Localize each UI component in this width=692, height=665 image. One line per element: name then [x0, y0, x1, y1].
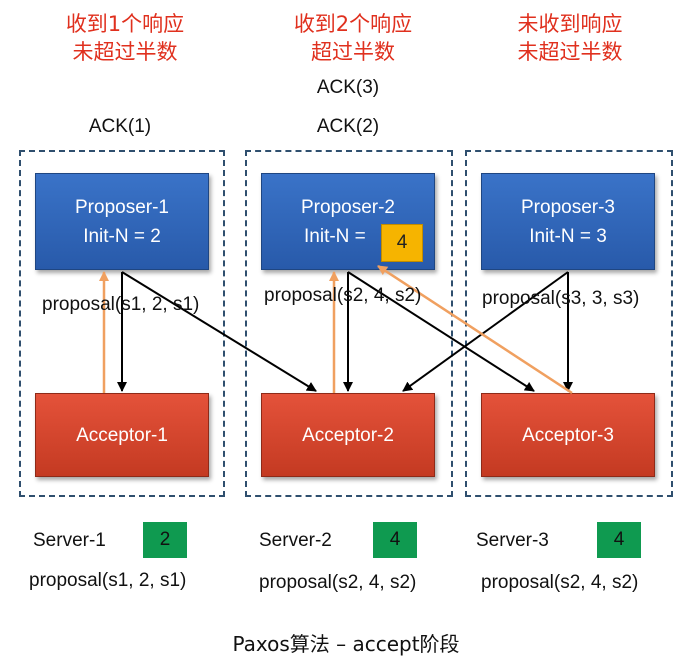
proposer-init: Init-N = 3	[529, 225, 607, 247]
proposal-label-3: proposal(s3, 3, s3)	[482, 288, 640, 309]
proposer-name: Proposer-1	[75, 196, 169, 218]
server-proposal-3: proposal(s2, 4, s2)	[481, 572, 639, 593]
proposal-label-2: proposal(s2, 4, s2)	[264, 285, 422, 306]
ack-label-3: ACK(3)	[316, 77, 380, 98]
proposer-1-node: Proposer-1 Init-N = 2	[35, 173, 209, 270]
server-2-value: 4	[373, 522, 417, 558]
acceptor-3-node: Acceptor-3	[481, 393, 655, 477]
proposer-3-node: Proposer-3 Init-N = 3	[481, 173, 655, 270]
proposer-name: Proposer-2	[301, 196, 395, 218]
proposal-arrow-p2-a3	[347, 271, 535, 392]
server-1-value: 2	[143, 522, 187, 558]
proposal-arrow-p1-a2	[121, 271, 317, 392]
server-proposal-2: proposal(s2, 4, s2)	[259, 572, 417, 593]
ack-label-2: ACK(2)	[316, 116, 380, 137]
server-label-2: Server-2	[259, 530, 332, 551]
server-group-2	[245, 150, 453, 497]
ack-label-1: ACK(1)	[88, 116, 152, 137]
proposal-arrow-p3-a2	[402, 271, 569, 392]
status-proposer-2: 收到2个响应 超过半数	[258, 10, 448, 66]
proposal-label-1: proposal(s1, 2, s1)	[42, 294, 200, 315]
acceptor-2-node: Acceptor-2	[261, 393, 435, 477]
status-line1: 未收到响应	[517, 12, 623, 36]
status-line1: 收到1个响应	[65, 12, 185, 36]
proposer-name: Proposer-3	[521, 196, 615, 218]
status-proposer-1: 收到1个响应 未超过半数	[30, 10, 220, 66]
status-line1: 收到2个响应	[293, 12, 413, 36]
proposer-init: Init-N = 2	[83, 225, 161, 247]
server-proposal-1: proposal(s1, 2, s1)	[29, 570, 187, 591]
status-line2: 未超过半数	[517, 40, 623, 64]
server-label-3: Server-3	[476, 530, 549, 551]
server-group-1	[19, 150, 225, 497]
status-line2: 未超过半数	[72, 40, 178, 64]
server-3-value: 4	[597, 522, 641, 558]
proposer-init: Init-N =	[304, 225, 366, 247]
proposer-2-n-badge: 4	[381, 224, 423, 262]
acceptor-1-node: Acceptor-1	[35, 393, 209, 477]
status-line2: 超过半数	[311, 40, 395, 64]
server-label-1: Server-1	[33, 530, 106, 551]
ack-arrow-a3-p2	[377, 264, 573, 395]
status-proposer-3: 未收到响应 未超过半数	[475, 10, 665, 66]
diagram-caption: Paxos算法 – accept阶段	[232, 632, 460, 656]
